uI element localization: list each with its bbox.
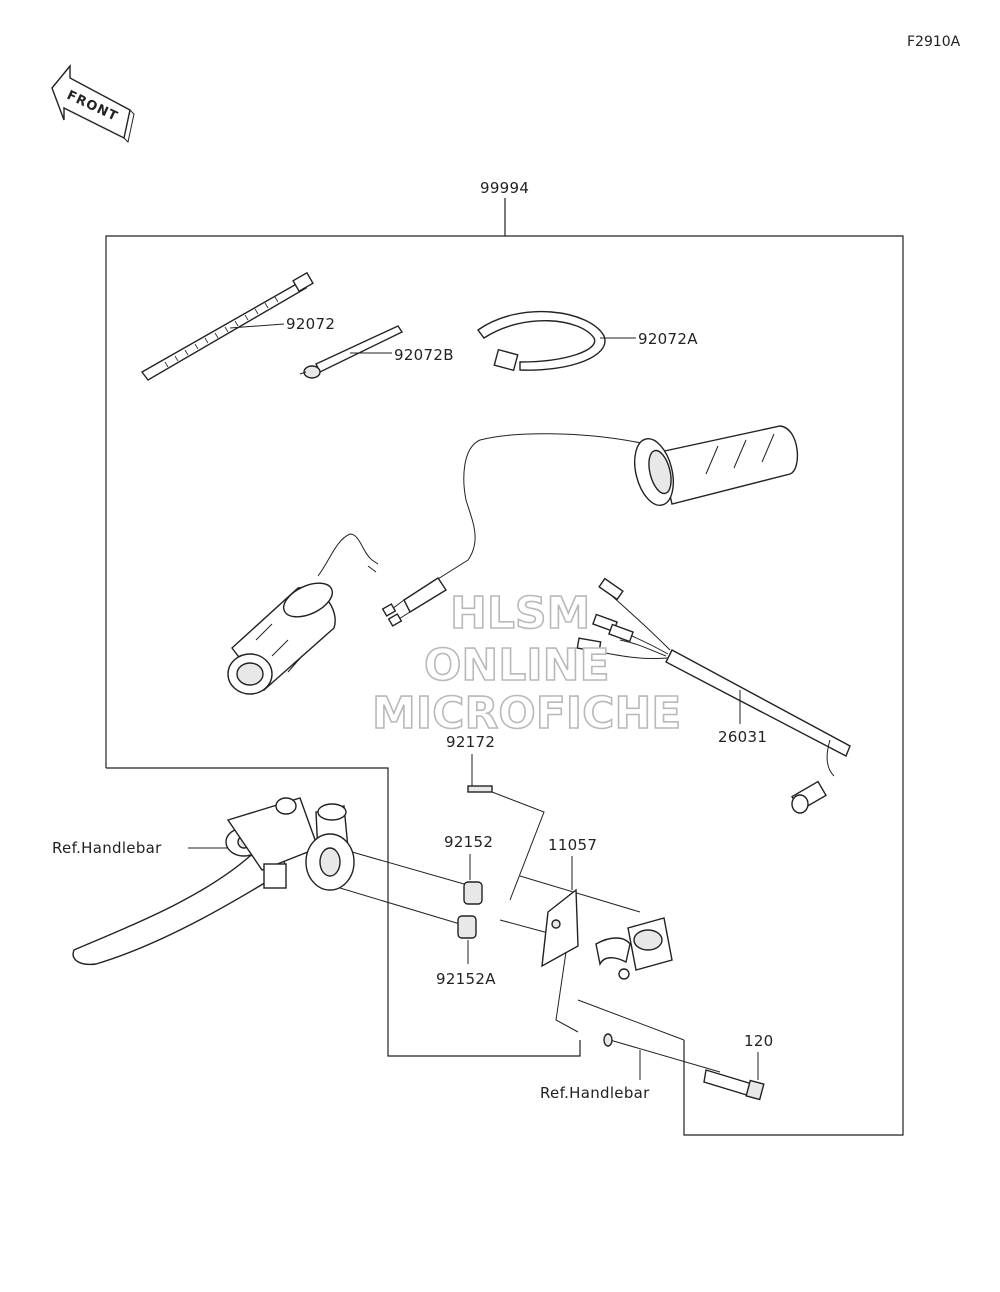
screw-icon [467, 785, 493, 793]
band-icon [477, 310, 606, 372]
figure-code: F2910A [907, 34, 961, 50]
label-11057: 11057 [548, 836, 597, 854]
front-arrow-icon: FRONT [51, 64, 135, 144]
label-92072A: 92072A [638, 330, 698, 348]
right-grip-icon [381, 425, 799, 627]
label-99994: 99994 [480, 179, 529, 197]
label-ref-handlebar-left: Ref.Handlebar [52, 839, 162, 857]
label-92172: 92172 [446, 733, 495, 751]
clutch-lever-icon [72, 797, 355, 966]
label-92072: 92072 [286, 315, 335, 333]
collar-icon [463, 881, 483, 905]
watermark-line1: HLSM [450, 588, 590, 639]
label-92072B: 92072B [394, 346, 454, 364]
harness-icon [576, 577, 851, 814]
kit-outline [105, 198, 904, 1136]
label-26031: 26031 [718, 728, 767, 746]
cable-tie-icon [140, 271, 314, 381]
clip-tie-icon [299, 325, 404, 379]
bracket-icon [541, 888, 579, 968]
washer-icon [603, 1033, 613, 1047]
label-92152A: 92152A [436, 970, 496, 988]
watermark-line2: ONLINE [424, 640, 610, 691]
heater-switch-icon [595, 917, 673, 980]
label-120: 120 [744, 1032, 774, 1050]
label-92152: 92152 [444, 833, 493, 851]
collar-a-icon [457, 915, 477, 939]
bolt-icon [703, 1069, 765, 1101]
label-ref-handlebar-bottom: Ref.Handlebar [540, 1084, 650, 1102]
watermark-line3: MICROFICHE [372, 688, 681, 739]
left-grip-icon [227, 533, 379, 695]
